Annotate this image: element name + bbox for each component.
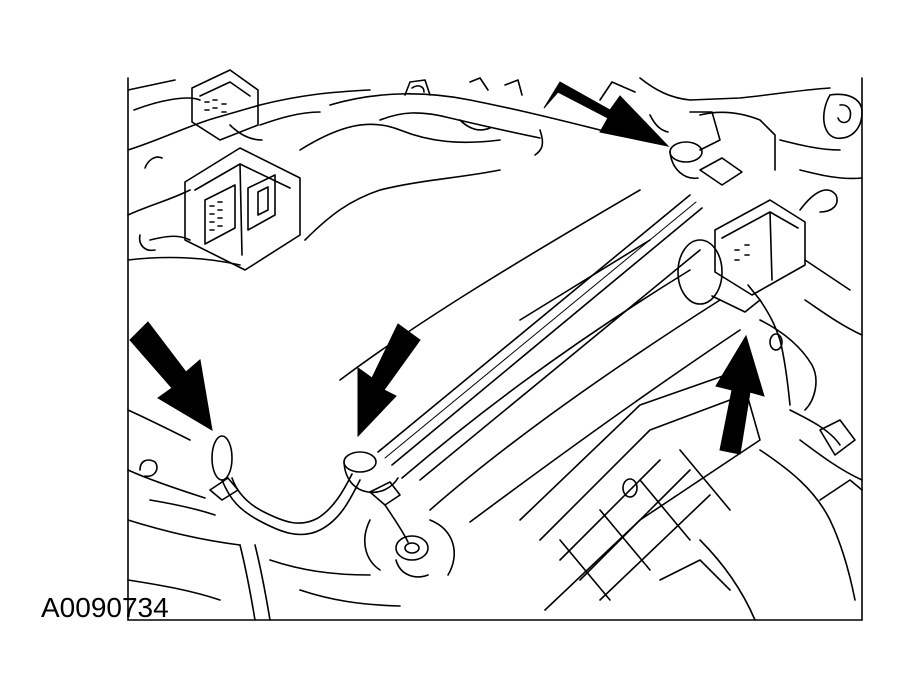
upper-right-components — [599, 77, 863, 213]
arrow-right-lower — [715, 334, 765, 455]
drawing-frame — [127, 77, 863, 621]
right-connector — [669, 141, 863, 411]
lower-chamber — [519, 369, 863, 621]
intake-plenum — [299, 77, 601, 241]
fuel-rail — [339, 189, 741, 523]
center-fitting — [343, 451, 456, 578]
lower-left-hoses — [127, 409, 401, 621]
arrow-top-right — [543, 81, 670, 147]
arrow-center — [357, 323, 421, 438]
upper-left-components — [127, 69, 371, 271]
arrow-left — [129, 321, 213, 431]
figure-id-label: A0090734 — [41, 592, 169, 623]
